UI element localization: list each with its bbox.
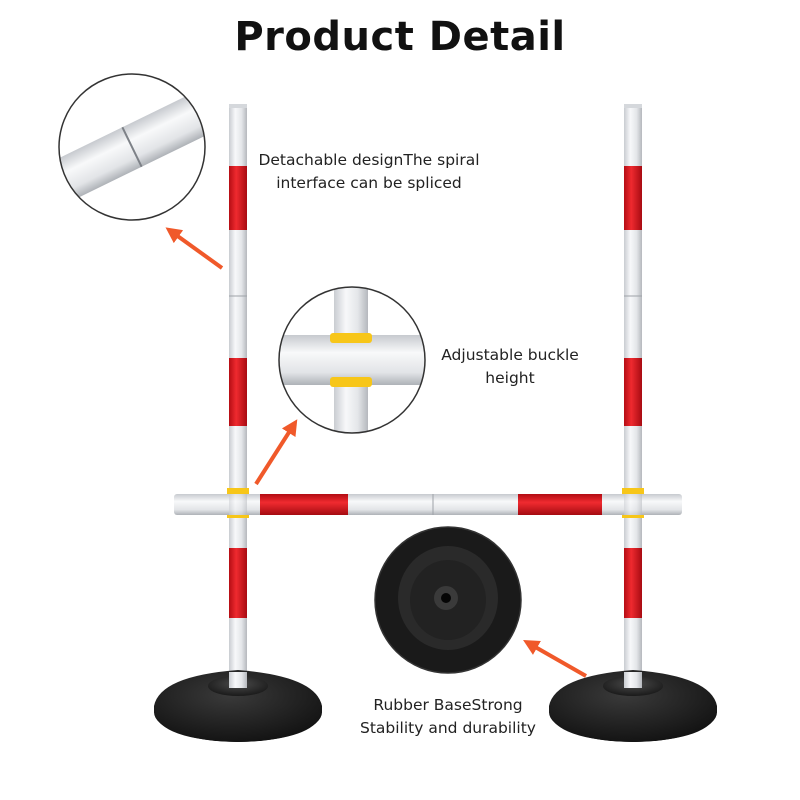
detachable-design-line1: Detachable designThe spiral	[258, 151, 480, 169]
arrow-icon	[165, 227, 224, 270]
left-rubber-base	[154, 670, 322, 742]
detachable-joint-callout	[58, 73, 206, 221]
rubber-base-label: Rubber BaseStrong Stability and durabili…	[338, 694, 558, 740]
adjustable-buckle-line1: Adjustable buckle	[441, 346, 579, 364]
page-title: Product Detail	[234, 14, 566, 60]
right-pole	[622, 104, 644, 686]
rubber-base-callout	[374, 526, 522, 674]
rubber-base-line1: Rubber BaseStrong	[373, 696, 523, 714]
buckle-callout	[278, 286, 426, 434]
arrow-icon	[254, 419, 298, 486]
right-rubber-base	[549, 670, 717, 742]
detachable-design-line2: interface can be spliced	[276, 174, 462, 192]
adjustable-buckle-label: Adjustable buckle height	[428, 344, 592, 390]
adjustable-buckle-line2: height	[485, 369, 535, 387]
left-pole	[227, 104, 249, 686]
detachable-design-label: Detachable designThe spiral interface ca…	[238, 149, 500, 195]
rubber-base-line2: Stability and durability	[360, 719, 536, 737]
arrow-icon	[523, 640, 587, 678]
horizontal-bar	[174, 494, 682, 515]
